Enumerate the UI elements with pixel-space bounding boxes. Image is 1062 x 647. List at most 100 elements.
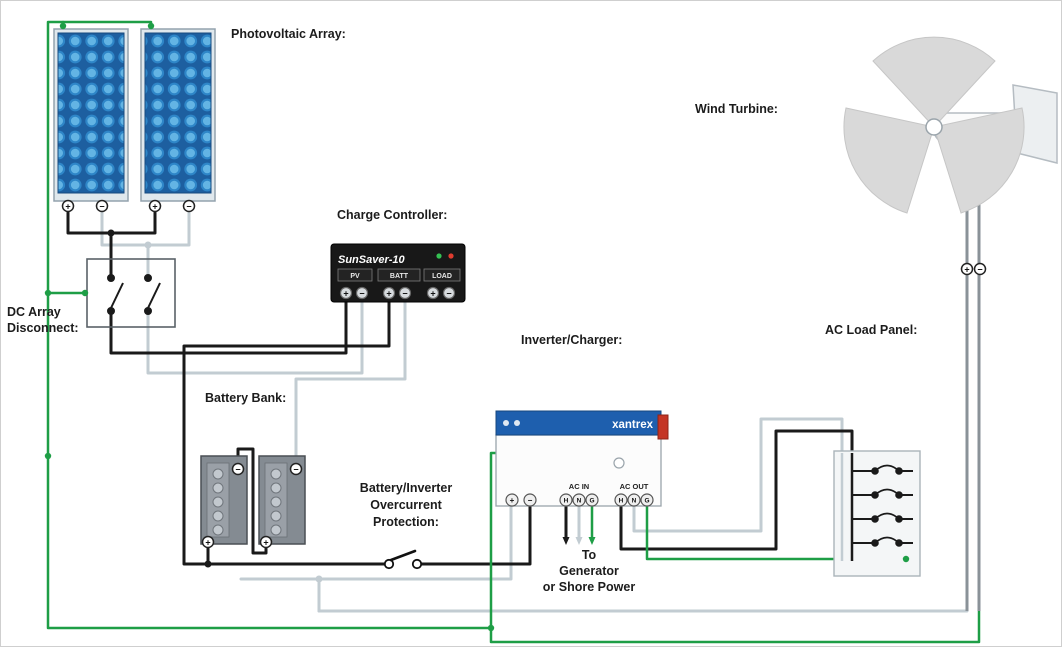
wire-acout-hot <box>619 429 854 551</box>
photovoltaic-array: + − + − <box>53 28 216 213</box>
wire-wind-ground <box>489 609 981 644</box>
junction-dots <box>44 22 910 632</box>
wire-battery-to-inverter-neg <box>239 505 513 581</box>
acout-h: H <box>619 498 624 505</box>
label-ocp-1: Battery/Inverter <box>360 481 453 495</box>
wire-fuse-to-inverter <box>419 505 532 566</box>
fuse-blade <box>389 549 417 562</box>
acout-g: G <box>644 498 649 505</box>
inverter-indicator-2 <box>514 420 520 426</box>
battery-1: − + <box>200 455 248 549</box>
battery-1-minus: − <box>235 465 240 475</box>
inverter-dc-lug <box>657 414 669 440</box>
label-battery-bank: Battery Bank: <box>205 391 286 405</box>
wire-disconnect-to-controller-neg <box>146 295 364 375</box>
controller-red-led <box>448 253 454 259</box>
ground-wires <box>46 20 981 644</box>
wire-acout-neutral <box>632 417 844 533</box>
controller-load-plus: + <box>430 289 435 299</box>
switch1-top-contact <box>107 274 115 282</box>
controller-batt-label: BATT <box>390 273 409 280</box>
wind-neg-terminal <box>973 262 987 276</box>
inverter-minus: − <box>528 496 533 505</box>
controller-batt-plus: + <box>386 289 391 299</box>
arrow-hot <box>562 537 570 545</box>
acout-n: N <box>632 498 637 505</box>
charge-controller: SunSaver-10 PV BATT LOAD + − + − + − <box>330 243 466 303</box>
pv-terminals <box>61 199 196 213</box>
inverter-terminals <box>505 493 654 507</box>
wire-controller-to-battery-pos <box>182 297 391 566</box>
inverter-charger: xantrex AC IN AC OUT + − H N G H N G <box>495 410 669 507</box>
neutral-wires <box>100 209 969 613</box>
wire-controller-to-battery-neg <box>294 297 407 465</box>
switch1-bottom-contact <box>107 307 115 315</box>
controller-green-led <box>436 253 442 259</box>
label-inverter-charger: Inverter/Charger: <box>521 333 622 347</box>
label-to-generator-1: To <box>582 548 597 562</box>
controller-brand: SunSaver-10 <box>338 254 406 266</box>
battery-1-plus: + <box>205 538 210 548</box>
wind-turbine: + − <box>843 36 1058 611</box>
label-ac-load-panel: AC Load Panel: <box>825 323 917 337</box>
inverter-plus: + <box>510 496 515 505</box>
switch2-top-contact <box>144 274 152 282</box>
controller-pv-section <box>337 268 373 282</box>
arrow-ground <box>588 537 596 545</box>
label-ocp-3: Protection: <box>373 515 439 529</box>
wind-blades <box>843 36 1025 214</box>
label-charge-controller: Charge Controller: <box>337 208 447 222</box>
label-dc-disconnect-1: DC Array <box>7 305 61 319</box>
pv2-plus-sign: + <box>152 202 157 212</box>
inverter-vent <box>613 457 625 469</box>
pv1-minus-sign: − <box>99 202 104 212</box>
battery-2-neg-terminal <box>289 462 303 476</box>
arrow-neutral <box>575 537 583 545</box>
diagram-labels: Photovoltaic Array: Wind Turbine: Charge… <box>7 27 917 594</box>
overcurrent-fuse <box>383 549 423 570</box>
inverter-ac-out-label: AC OUT <box>620 482 649 491</box>
controller-batt-section <box>377 268 421 282</box>
controller-load-minus: − <box>446 289 451 299</box>
acin-n: N <box>577 498 582 505</box>
label-photovoltaic-array: Photovoltaic Array: <box>231 27 346 41</box>
battery-1-neg-terminal <box>231 462 245 476</box>
acin-arrows <box>562 537 596 545</box>
pv-panel-2-cells <box>144 32 212 194</box>
battery-2: − + <box>258 455 306 549</box>
inverter-brand: xantrex <box>612 419 654 431</box>
fuse-contact-right <box>411 558 423 570</box>
label-ocp-2: Overcurrent <box>370 498 442 512</box>
battery-2-plus: + <box>263 538 268 548</box>
controller-pv-plus: + <box>343 289 348 299</box>
wire-pv-negative-bus <box>100 209 191 247</box>
battery-1-pos-terminal <box>201 535 215 549</box>
battery-2-minus: − <box>293 465 298 475</box>
wire-acout-ground <box>645 505 908 561</box>
pv-panel-1-cells <box>57 32 125 194</box>
label-to-generator-2: Generator <box>559 564 619 578</box>
wire-disconnect-to-controller-pos <box>109 295 348 355</box>
controller-terminals <box>339 286 456 300</box>
ac-load-panel <box>833 450 921 577</box>
label-to-generator-3: or Shore Power <box>543 580 636 594</box>
battery-2-pos-terminal <box>259 535 273 549</box>
controller-load-label: LOAD <box>432 273 452 280</box>
fuse-contact-left <box>383 558 395 570</box>
battery-bank: − + − + <box>200 455 306 549</box>
wind-minus: − <box>977 265 982 275</box>
controller-pv-minus: − <box>359 289 364 299</box>
controller-batt-minus: − <box>402 289 407 299</box>
wind-hub <box>925 118 943 136</box>
inverter-indicator-1 <box>503 420 509 426</box>
acin-g: G <box>589 498 594 505</box>
controller-pv-label: PV <box>350 273 360 280</box>
dc-array-disconnect <box>86 258 176 328</box>
wire-pv-frame-ground <box>46 20 500 630</box>
wire-battery-series-jumper <box>236 447 268 555</box>
switch2-blade <box>147 282 161 309</box>
disconnect-box <box>86 258 176 328</box>
controller-load-section <box>423 268 461 282</box>
inverter-ac-in-label: AC IN <box>569 482 589 491</box>
